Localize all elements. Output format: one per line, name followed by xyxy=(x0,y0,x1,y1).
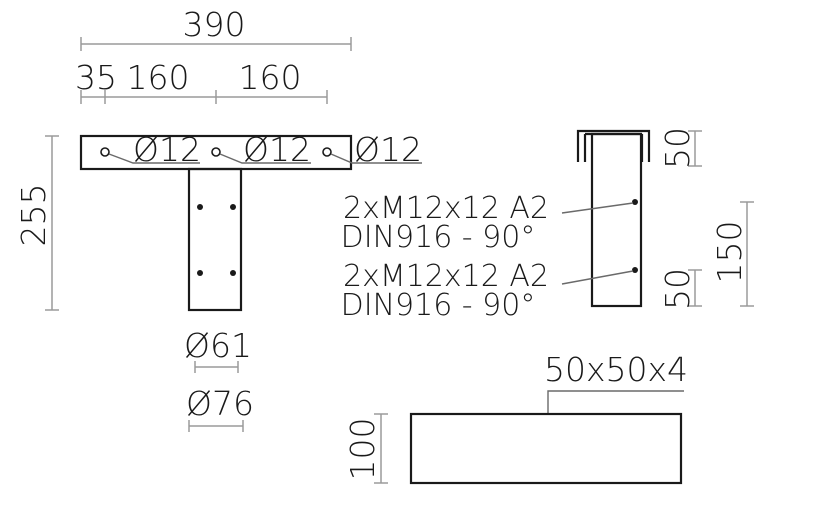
label-side-bottom: 50 xyxy=(658,268,697,310)
hole-3 xyxy=(322,147,332,157)
side-view: 2xM12x12 A2 DIN916 - 90° 2xM12x12 A2 DIN… xyxy=(341,127,754,323)
profile-rect xyxy=(409,412,683,485)
label-overall-width: 390 xyxy=(183,5,246,44)
label-hole-diameter-2: Ø12 xyxy=(243,130,311,169)
label-screw-2-line2: DIN916 - 90° xyxy=(341,288,536,323)
label-side-top: 50 xyxy=(658,127,697,169)
front-view: 390 35 160 160 255 xyxy=(14,5,422,432)
label-hole-diameter-1: Ø12 xyxy=(133,130,201,169)
profile-view: 50x50x4 100 xyxy=(343,350,688,485)
dim-profile-height: 100 xyxy=(343,413,388,484)
label-offset-left: 35 xyxy=(75,58,117,97)
hole-1 xyxy=(100,147,110,157)
top-channel xyxy=(576,129,651,162)
hole-2 xyxy=(211,147,221,157)
label-hole-diameter-3: Ø12 xyxy=(354,130,422,169)
label-screw-2-line1: 2xM12x12 A2 xyxy=(343,259,549,294)
screw-point-1 xyxy=(632,199,638,205)
dim-side-50s: 50 50 xyxy=(658,127,702,310)
tube-bolts xyxy=(197,204,236,276)
screw-point-2 xyxy=(632,267,638,273)
label-spacing-2: 160 xyxy=(239,58,302,97)
label-profile-height: 100 xyxy=(343,418,382,481)
dim-tube-outer: Ø76 xyxy=(186,384,254,432)
plate-holes: Ø12 Ø12 Ø12 xyxy=(100,130,422,169)
label-total-height: 255 xyxy=(14,184,53,247)
side-body xyxy=(590,132,643,308)
label-tube-inner: Ø61 xyxy=(184,326,252,365)
dim-hole-spacing: 35 160 160 xyxy=(75,58,328,104)
label-profile: 50x50x4 xyxy=(544,350,688,389)
dim-total-height: 255 xyxy=(14,135,59,311)
dim-tube-inner: Ø61 xyxy=(184,326,252,373)
label-tube-outer: Ø76 xyxy=(186,384,254,423)
dim-side-height: 150 xyxy=(710,201,754,307)
vertical-tube xyxy=(187,167,243,312)
label-screw-1-line1: 2xM12x12 A2 xyxy=(343,191,549,226)
dim-overall-width: 390 xyxy=(80,5,352,51)
label-spacing-1: 160 xyxy=(127,58,190,97)
label-screw-1-line2: DIN916 - 90° xyxy=(341,220,536,255)
label-side-height: 150 xyxy=(710,221,749,284)
